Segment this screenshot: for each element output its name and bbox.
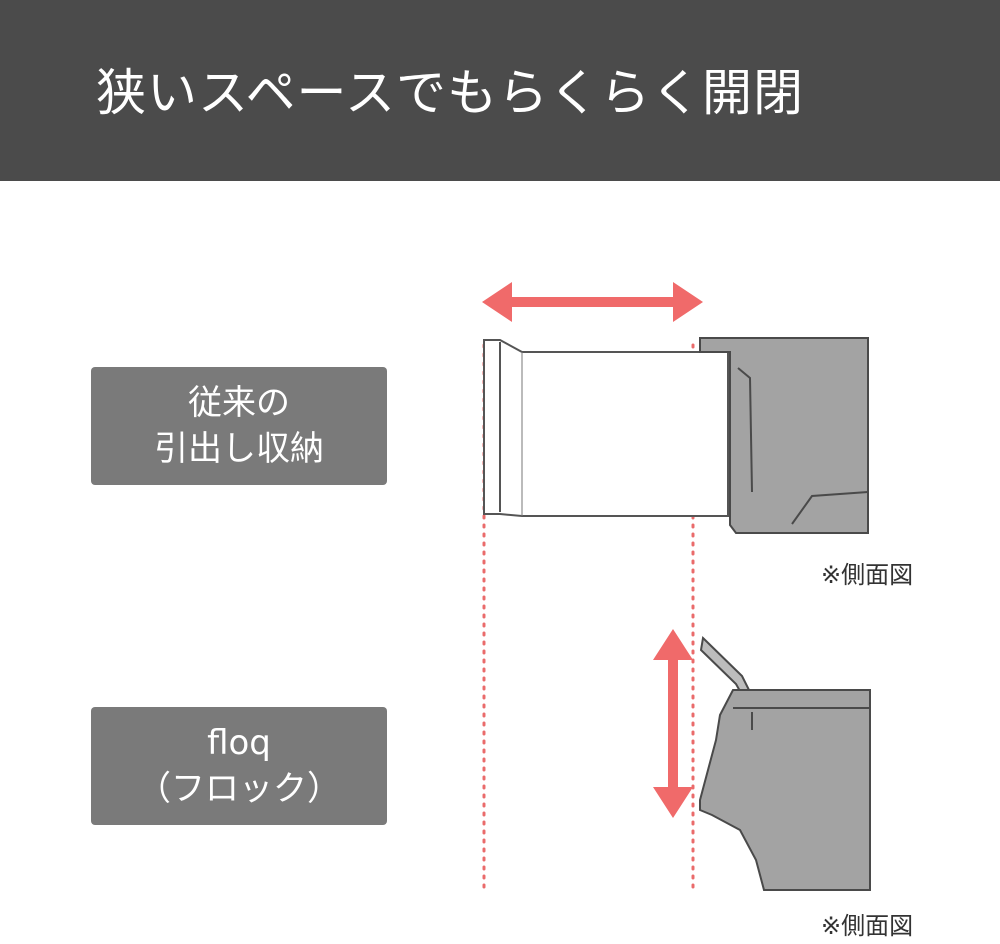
- side-view-note-bottom: ※側面図: [821, 912, 914, 940]
- page-title: 狭いスペースでもらくらく開閉: [96, 64, 804, 122]
- vertical-arrow-icon: [653, 629, 693, 818]
- floq-box-body: [699, 689, 871, 891]
- label-traditional-line1: 従来の: [188, 383, 290, 423]
- traditional-drawer-pulled: [483, 339, 729, 517]
- label-traditional-drawer: 従来の 引出し収納: [91, 367, 387, 485]
- header-banner: 狭いスペースでもらくらく開閉: [0, 0, 1000, 181]
- side-view-note-top: ※側面図: [821, 561, 914, 589]
- horizontal-arrow-icon: [482, 282, 703, 322]
- label-floq-line1: floq: [207, 723, 271, 763]
- label-traditional-line2: 引出し収納: [154, 429, 324, 469]
- traditional-cabinet-body: [699, 337, 869, 534]
- label-floq-line2: （フロック）: [137, 769, 341, 809]
- label-floq: floq （フロック）: [91, 707, 387, 825]
